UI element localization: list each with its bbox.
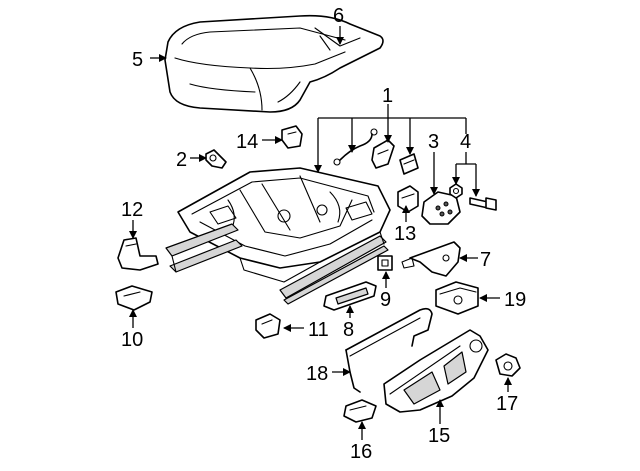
label-part-11: 11	[308, 319, 329, 341]
label-part-7: 7	[480, 249, 491, 271]
label-part-13: 13	[394, 223, 416, 245]
bracket-part-16	[343, 399, 377, 423]
label-part-15: 15	[428, 425, 450, 447]
cap-part-9	[377, 255, 393, 271]
label-part-9: 9	[380, 289, 391, 311]
bolt-part-4	[469, 197, 497, 211]
wire-part-18	[345, 307, 433, 393]
nut-part-4	[449, 183, 463, 199]
callout-lines	[129, 26, 512, 440]
bracket-part-7	[401, 241, 461, 277]
label-part-6: 6	[333, 5, 344, 27]
knob-part-17	[495, 353, 521, 377]
label-part-19: 19	[504, 289, 526, 311]
part-labels: 1 2 3 4 5 6 7 8 9 10 11 12 13 14 15 16 1…	[121, 5, 526, 463]
cable-part	[333, 128, 378, 166]
bracket-part-12	[117, 237, 159, 271]
switch-part-19	[435, 281, 479, 315]
label-part-16: 16	[350, 441, 372, 463]
seat-frame-part	[165, 167, 391, 305]
label-part-8: 8	[343, 319, 354, 341]
label-part-12: 12	[121, 199, 143, 221]
clip-part-14	[281, 125, 303, 149]
label-part-2: 2	[176, 149, 187, 171]
label-part-18: 18	[306, 363, 328, 385]
clip-part-11	[255, 313, 281, 339]
bracket-part-13	[397, 185, 419, 213]
knob-part-2	[205, 149, 227, 169]
trim-part-8	[323, 281, 377, 311]
label-part-14: 14	[236, 131, 258, 153]
side-shield-part-15	[383, 329, 489, 413]
label-part-10: 10	[121, 329, 143, 351]
bracket-part-10	[115, 285, 153, 311]
motor-part-3	[421, 191, 461, 225]
label-part-4: 4	[460, 131, 471, 153]
label-part-3: 3	[428, 131, 439, 153]
label-part-1: 1	[382, 85, 393, 107]
label-part-17: 17	[496, 393, 518, 415]
bracket-part-1b	[399, 153, 419, 175]
bracket-part-1a	[371, 139, 395, 169]
label-part-5: 5	[132, 49, 143, 71]
seat-cushion-part	[164, 14, 384, 113]
